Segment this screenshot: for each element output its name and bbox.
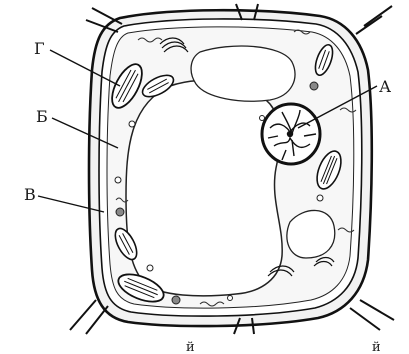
label-v: В (24, 185, 36, 204)
nucleus (262, 104, 320, 164)
label-g: Г (34, 39, 45, 58)
vacuole-small-top (191, 46, 295, 101)
label-b: Б (36, 107, 48, 126)
label-a: А (379, 77, 391, 96)
nucleolus (287, 131, 293, 137)
vacuole-small-bottom (287, 210, 335, 258)
central-vacuole (126, 80, 282, 295)
bottom-glyph-left: й (186, 340, 195, 354)
bottom-glyph-right: й (372, 340, 381, 354)
